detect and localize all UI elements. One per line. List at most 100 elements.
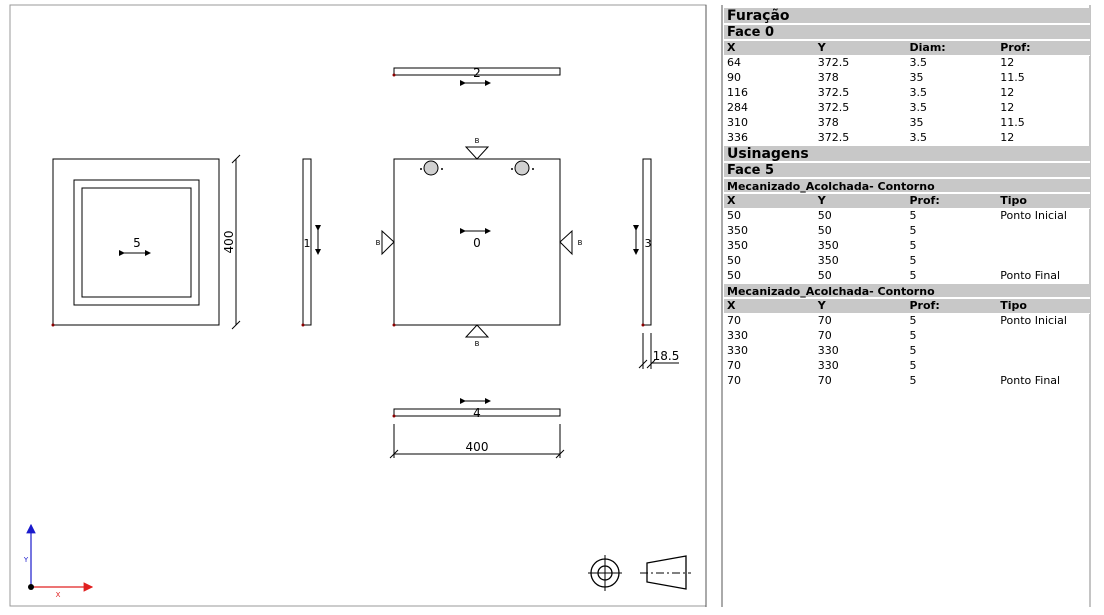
table-cell: 372.5 — [817, 86, 850, 99]
table-cell — [1000, 329, 1090, 344]
table-cell — [1000, 239, 1090, 254]
thickness-dimension: 18.5 — [653, 349, 680, 363]
table-cell: 350 — [817, 239, 839, 252]
table-cell: 372.5 — [817, 56, 850, 69]
table-cell: X — [727, 194, 736, 207]
table-cell: 5 — [909, 269, 917, 282]
hole-icon — [423, 160, 439, 176]
table-cell: 5 — [909, 359, 917, 372]
face-3-view[interactable]: 3 18.5 — [633, 158, 680, 369]
svg-text:B: B — [578, 239, 583, 247]
face-4-label: 4 — [473, 406, 481, 420]
face-2-label: 2 — [473, 66, 481, 80]
furacao-face: Face 0 — [724, 25, 1090, 41]
table-cell: X — [727, 299, 736, 312]
table-cell: 372.5 — [817, 101, 850, 114]
table-cell: 330 — [817, 359, 839, 372]
table-cell — [1000, 254, 1090, 269]
width-dimension: 400 — [466, 440, 489, 454]
table-cell: 90 — [727, 71, 741, 84]
table-cell: 50 — [817, 209, 832, 222]
face-0-view[interactable]: 0 B B B B — [376, 137, 583, 348]
face-2-view[interactable]: 2 — [392, 66, 561, 86]
table-cell: Ponto Final — [1000, 269, 1061, 282]
table-cell: Prof: — [909, 194, 940, 207]
table-cell: 5 — [909, 254, 917, 267]
edge-band-right-icon — [559, 229, 573, 256]
table-cell: 3.5 — [909, 86, 928, 99]
table-cell: 12 — [1000, 131, 1015, 144]
hole-icon — [514, 160, 530, 176]
operation-type: - Contorno — [869, 180, 935, 193]
table-cell: Ponto Inicial — [1000, 209, 1067, 222]
table-cell: 12 — [1000, 101, 1015, 114]
table-cell: 50 — [817, 269, 832, 282]
face-1-view[interactable]: 1 — [301, 158, 321, 327]
svg-text:B: B — [475, 340, 480, 348]
table-cell: 116 — [727, 86, 748, 99]
table-cell: 35 — [909, 71, 924, 84]
operation-type: - Contorno — [869, 285, 935, 298]
table-cell: 70 — [817, 329, 832, 342]
table-cell: 12 — [1000, 86, 1015, 99]
furacao-title: Furação — [724, 8, 1090, 25]
table-cell: 5 — [909, 314, 917, 327]
y-axis-label: Y — [23, 556, 29, 564]
table-cell: 3.5 — [909, 101, 928, 114]
table-cell: Tipo — [1000, 194, 1027, 207]
table-cell: 5 — [909, 224, 917, 237]
table-cell: 70 — [727, 374, 741, 387]
projection-symbol-icon — [588, 555, 691, 591]
table-cell: 5 — [909, 329, 917, 342]
table-row: 70 70 5 Ponto Inicial — [724, 314, 1090, 329]
table-cell: 35 — [909, 116, 924, 129]
table-cell: 350 — [727, 224, 748, 237]
svg-text:B: B — [376, 239, 381, 247]
table-cell: 378 — [817, 71, 839, 84]
table-cell: 70 — [727, 359, 741, 372]
table-cell: 5 — [909, 239, 917, 252]
x-axis-label: X — [56, 591, 61, 599]
face-0-label: 0 — [473, 236, 481, 250]
face-3-label: 3 — [645, 237, 652, 250]
table-row: 70 330 5 — [724, 359, 1090, 374]
table-cell: Ponto Final — [1000, 374, 1061, 387]
table-cell: 50 — [727, 254, 741, 267]
table-cell: 330 — [817, 344, 839, 357]
table-cell — [1000, 344, 1090, 359]
face-1-label: 1 — [304, 237, 311, 250]
table-cell: Y — [817, 194, 826, 207]
table-cell — [1000, 224, 1090, 239]
table-cell: 70 — [817, 314, 832, 327]
face-5-view[interactable]: 5 400 — [51, 154, 241, 330]
table-cell: Diam: — [909, 41, 946, 54]
table-cell: Ponto Inicial — [1000, 314, 1067, 327]
table-cell: 11.5 — [1000, 116, 1025, 129]
table-cell — [1000, 359, 1090, 374]
operation-name: Mecanizado_Acolchada — [727, 285, 870, 298]
table-header: X Y Prof: Tipo — [724, 194, 1090, 209]
table-cell: 378 — [817, 116, 839, 129]
face-5-label: 5 — [133, 236, 141, 250]
table-cell: 70 — [727, 314, 741, 327]
face-4-view[interactable]: 4 400 — [389, 398, 565, 459]
usinagens-title: Usinagens — [724, 146, 1090, 163]
table-cell: 350 — [817, 254, 839, 267]
table-cell: 50 — [727, 209, 741, 222]
table-cell: 5 — [909, 374, 917, 387]
table-cell: 3.5 — [909, 131, 928, 144]
operation-title: Mecanizado_Acolchada- Contorno — [724, 284, 1090, 299]
table-cell: 50 — [727, 269, 741, 282]
edge-band-left-icon — [381, 229, 395, 256]
edge-band-bottom-icon — [464, 324, 490, 338]
table-cell: 372.5 — [817, 131, 850, 144]
